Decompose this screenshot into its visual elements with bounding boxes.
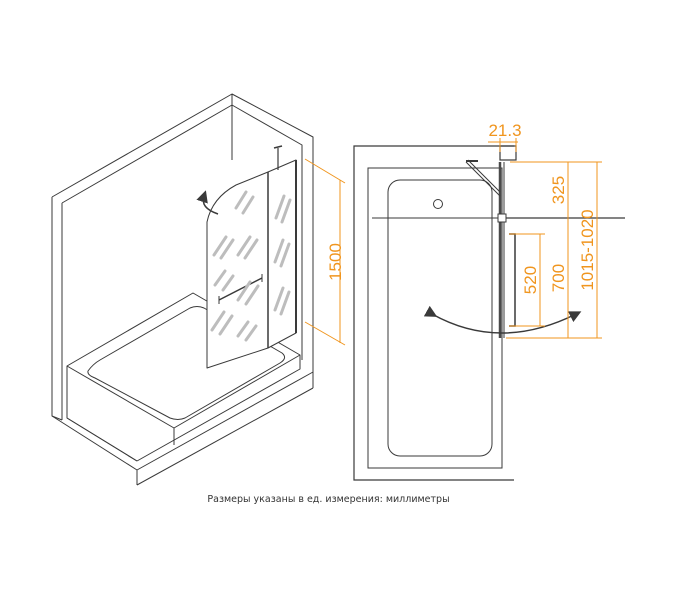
isometric-view: [51, 93, 314, 486]
profile-width-label: 21.3: [488, 121, 521, 140]
height-dimension: [304, 158, 346, 346]
room-walls: [51, 93, 314, 486]
height-dimension-label: 1500: [326, 243, 345, 281]
axis-offset-label: 325: [549, 176, 568, 204]
wall-profile: [499, 145, 517, 161]
panel-width-label: 1015-1020: [578, 209, 597, 290]
handle-plan: [509, 233, 516, 327]
bathtub: [66, 292, 301, 462]
glass-screen: [206, 145, 297, 369]
frosted-pattern: [210, 190, 292, 342]
towel-bar-height-label: 700: [549, 264, 568, 292]
plan-dimensions: [488, 138, 602, 339]
plan-view: [353, 145, 625, 481]
drain-icon: [433, 199, 443, 209]
swing-arrow-icon: [196, 190, 219, 215]
stabilizer-bar: [465, 159, 501, 197]
swing-arc-icon: [423, 305, 582, 334]
wall-outline: [353, 145, 514, 481]
handle-height-label: 520: [521, 266, 540, 294]
units-caption: Размеры указаны в ед. измерения: миллиме…: [207, 494, 450, 505]
